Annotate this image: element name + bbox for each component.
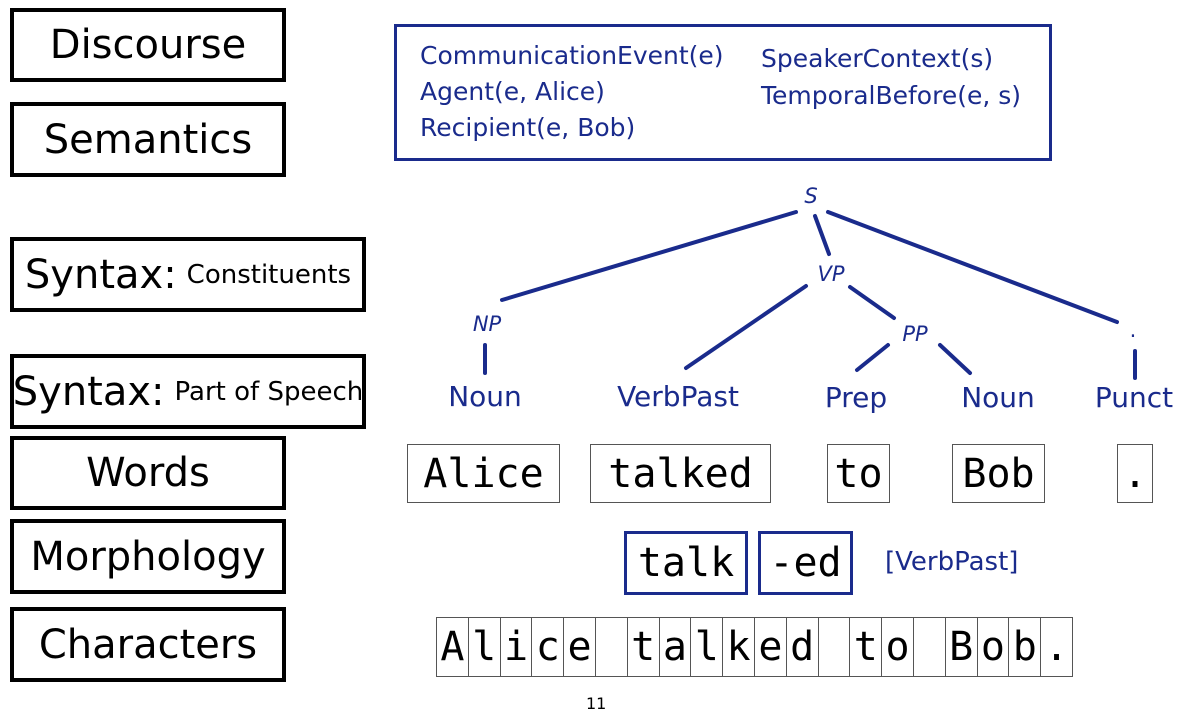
character-cell: k xyxy=(722,617,755,677)
character-cell xyxy=(912,617,946,677)
page-number: 11 xyxy=(586,694,607,713)
edge-pp-prep xyxy=(855,343,890,372)
character-cell: b xyxy=(1008,617,1042,677)
semantic-predicate: CommunicationEvent(e) xyxy=(420,41,724,70)
character-cell: o xyxy=(976,617,1010,677)
level-morphology-label: Morphology xyxy=(30,533,266,580)
tree-node-pp: PP xyxy=(902,322,928,346)
edge-pp-noun xyxy=(938,343,972,375)
character-cell: o xyxy=(881,617,914,677)
word-token: Bob xyxy=(952,444,1045,503)
level-semantics: Semantics xyxy=(10,102,286,177)
pos-tag: Punct xyxy=(1094,381,1174,414)
level-syntax-constituents: Syntax: Constituents xyxy=(10,237,366,312)
level-discourse: Discourse xyxy=(10,8,286,82)
level-morphology: Morphology xyxy=(10,519,286,594)
character-cell: i xyxy=(499,617,533,677)
semantic-predicate: SpeakerContext(s) xyxy=(761,44,994,73)
word-token: to xyxy=(827,444,890,503)
character-cell: l xyxy=(467,617,501,677)
character-cell: l xyxy=(690,617,724,677)
level-syntax-constituents-sub: Constituents xyxy=(186,259,352,290)
morph-tag: [VerbPast] xyxy=(885,547,1019,577)
pos-tag: VerbPast xyxy=(617,380,739,413)
semantic-predicate: Agent(e, Alice) xyxy=(420,77,605,106)
level-syntax-constituents-main: Syntax: xyxy=(24,251,177,298)
level-semantics-label: Semantics xyxy=(43,116,253,163)
semantic-predicate: Recipient(e, Bob) xyxy=(420,113,636,142)
level-syntax-pos-sub: Part of Speech xyxy=(174,376,364,407)
edge-vp-pp xyxy=(848,285,896,320)
character-cell xyxy=(817,617,851,677)
level-syntax-pos: Syntax: Part of Speech xyxy=(10,354,366,429)
character-cell: B xyxy=(944,617,978,677)
pos-tag: Noun xyxy=(961,381,1035,414)
character-cell xyxy=(594,617,628,677)
level-words: Words xyxy=(10,436,286,510)
character-cell: A xyxy=(436,617,469,677)
word-token: Alice xyxy=(407,444,560,503)
morph-suffix: -ed xyxy=(758,531,853,595)
tree-node-np: NP xyxy=(472,312,502,336)
character-cell: a xyxy=(658,617,692,677)
character-cell: d xyxy=(785,617,819,677)
level-characters-label: Characters xyxy=(38,621,258,668)
semantic-predicate: TemporalBefore(e, s) xyxy=(761,81,1022,110)
level-discourse-label: Discourse xyxy=(49,22,247,68)
semantics-box: CommunicationEvent(e) Agent(e, Alice) Re… xyxy=(394,24,1052,161)
tree-node-s: S xyxy=(804,184,818,208)
edge-vp-verb xyxy=(684,284,808,370)
level-characters: Characters xyxy=(10,607,286,682)
level-words-label: Words xyxy=(86,450,210,496)
tree-node-punct: . xyxy=(1129,318,1137,342)
character-cell: e xyxy=(563,617,596,677)
level-syntax-pos-main: Syntax: xyxy=(12,368,165,415)
character-cell: . xyxy=(1040,617,1073,677)
word-token: talked xyxy=(590,444,771,503)
pos-tag: Prep xyxy=(824,381,888,414)
tree-node-vp: VP xyxy=(817,262,845,286)
character-cell: t xyxy=(849,617,883,677)
morph-stem: talk xyxy=(624,531,748,595)
pos-tag: Noun xyxy=(448,380,522,413)
edge-s-vp xyxy=(813,214,831,256)
character-cell: e xyxy=(753,617,787,677)
edge-s-punct xyxy=(826,210,1119,324)
character-cell: c xyxy=(531,617,565,677)
edge-s-np xyxy=(500,210,798,302)
character-cell: t xyxy=(626,617,660,677)
word-token: . xyxy=(1117,444,1153,503)
